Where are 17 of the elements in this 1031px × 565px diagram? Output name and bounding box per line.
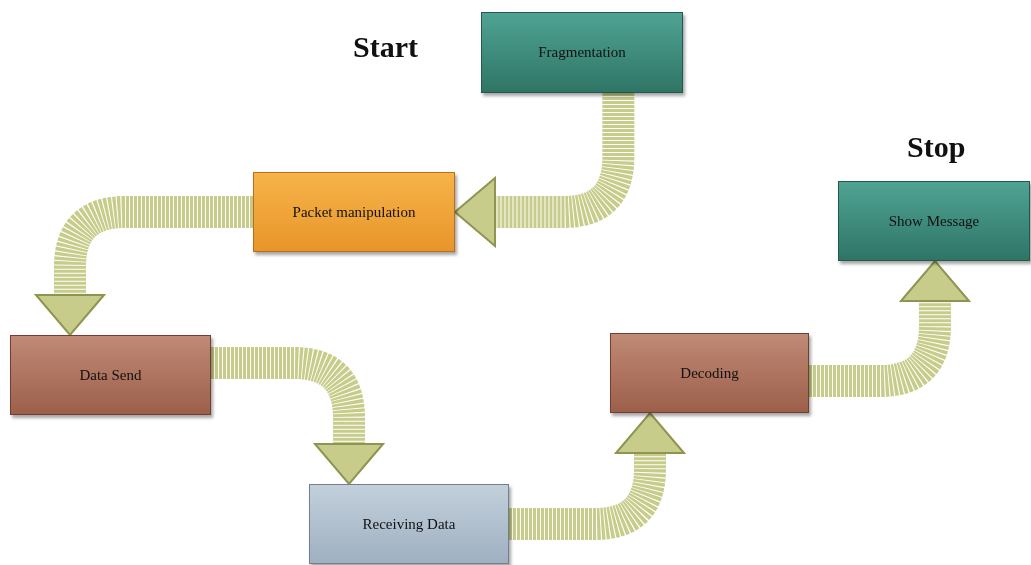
box-label: Show Message [887,212,981,230]
process-box [253,172,455,252]
process-box [481,12,683,93]
box-label: Receiving Data [361,515,457,533]
process-box [10,335,211,415]
stage-heading: Stop [907,130,966,164]
box-label: Decoding [679,364,740,382]
curved-arrow [35,196,253,336]
process-box [309,484,509,564]
curved-arrow [509,412,685,540]
stage-heading: Start [353,30,418,64]
process-box [838,181,1030,261]
box-label: Fragmentation [537,44,627,61]
box-label: Packet manipulation [291,203,417,221]
process-box [610,333,809,413]
box-label: Data Send [78,366,143,384]
curved-arrow [211,347,384,485]
